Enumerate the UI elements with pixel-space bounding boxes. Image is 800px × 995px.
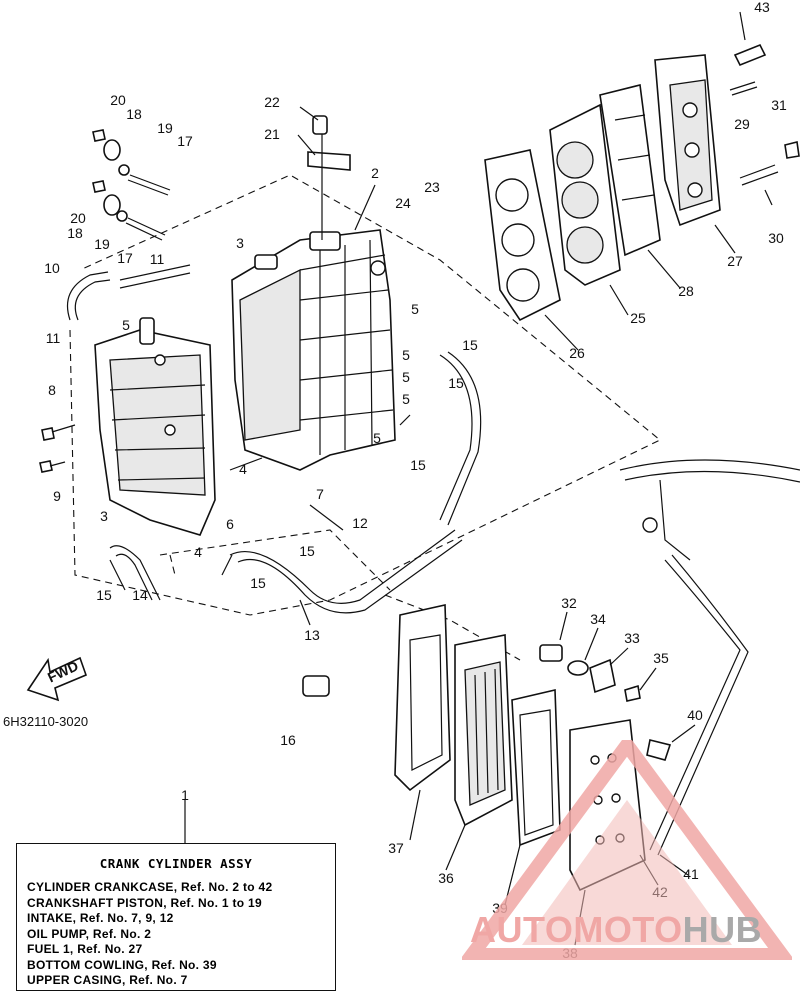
callout-15: 15	[462, 337, 478, 353]
callout-28: 28	[678, 283, 694, 299]
callout-18: 18	[126, 106, 142, 122]
label-line: CYLINDER CRANKCASE, Ref. No. 2 to 42	[27, 880, 273, 894]
callout-42: 42	[652, 884, 668, 900]
callout-35: 35	[653, 650, 669, 666]
label-line: BOTTOM COWLING, Ref. No. 39	[27, 957, 217, 972]
callout-15: 15	[299, 543, 315, 559]
callout-5: 5	[411, 301, 419, 317]
label-line: INTAKE, Ref. No. 7, 9, 12	[27, 911, 174, 925]
callout-19: 19	[94, 236, 110, 252]
callout-1: 1	[181, 787, 189, 803]
callout-13: 13	[304, 627, 320, 643]
callout-30: 30	[768, 230, 784, 246]
callout-41: 41	[683, 866, 699, 882]
callout-3: 3	[236, 235, 244, 251]
callout-12: 12	[352, 515, 368, 531]
callout-6: 6	[226, 516, 234, 532]
callout-8: 8	[48, 382, 56, 398]
callout-2: 2	[371, 165, 379, 181]
callout-18: 18	[67, 225, 83, 241]
callout-15: 15	[410, 457, 426, 473]
callout-15: 15	[448, 375, 464, 391]
callout-11: 11	[150, 251, 165, 267]
callout-5: 5	[402, 347, 410, 363]
callout-32: 32	[561, 595, 577, 611]
crankcase	[94, 317, 216, 536]
thermostat-parts	[539, 644, 641, 702]
label-line: OIL PUMP, Ref. No. 2	[27, 926, 152, 941]
head-cover	[654, 54, 721, 227]
callout-25: 25	[630, 310, 646, 326]
exhaust-cover	[569, 719, 646, 892]
label-line: FUEL 1, Ref. No. 27	[27, 942, 143, 956]
callout-31: 31	[771, 97, 787, 113]
head-gasket	[484, 149, 561, 322]
callout-5: 5	[122, 317, 130, 333]
cylinder-head	[549, 103, 621, 286]
bolt-40	[646, 739, 672, 761]
callout-labels: 1 2 3 3 4 4 5 5 5 5 5 5 6 7 8 9 10 11 11…	[44, 0, 787, 961]
callout-3: 3	[100, 508, 108, 524]
watermark-text: AUTOMOTOHUB	[470, 909, 762, 951]
callout-7: 7	[316, 486, 324, 502]
callout-5: 5	[373, 430, 381, 446]
callout-23: 23	[424, 179, 440, 195]
callout-34: 34	[590, 611, 606, 627]
callout-40: 40	[687, 707, 703, 723]
callout-14: 14	[132, 587, 148, 603]
callout-22: 22	[264, 94, 280, 110]
callout-19: 19	[157, 120, 173, 136]
clip-16	[302, 675, 330, 697]
label-line: UPPER CASING, Ref. No. 7	[27, 973, 188, 987]
head-cover-gasket	[599, 84, 661, 257]
callout-11: 11	[46, 330, 61, 346]
label-lines: CYLINDER CRANKCASE, Ref. No. 2 to 42 CRA…	[27, 880, 273, 989]
callout-29: 29	[734, 116, 750, 132]
callout-15: 15	[96, 587, 112, 603]
callout-26: 26	[569, 345, 585, 361]
callout-36: 36	[438, 870, 454, 886]
bracket-bolt	[307, 115, 351, 240]
callout-43: 43	[754, 0, 770, 15]
hoses	[66, 264, 749, 856]
callout-5: 5	[402, 369, 410, 385]
callout-4: 4	[194, 544, 202, 560]
callout-4: 4	[239, 461, 247, 477]
fwd-arrow: FWD	[26, 656, 88, 702]
watermark-text-primary: AUTOMOTO	[470, 909, 683, 950]
callout-17: 17	[117, 250, 133, 266]
callout-9: 9	[53, 488, 61, 504]
callout-15: 15	[250, 575, 266, 591]
callout-20: 20	[110, 92, 126, 108]
exhaust-inner-plate	[454, 634, 513, 827]
diagram-code: 6H32110-3020	[3, 714, 89, 729]
callout-24: 24	[395, 195, 411, 211]
callout-17: 17	[177, 133, 193, 149]
callout-20: 20	[70, 210, 86, 226]
callout-37: 37	[388, 840, 404, 856]
head-bolts	[729, 43, 800, 186]
bolts-left	[39, 129, 171, 473]
exhaust-gasket-outer	[394, 604, 451, 792]
callout-27: 27	[727, 253, 743, 269]
callout-33: 33	[624, 630, 640, 646]
callout-10: 10	[44, 260, 60, 276]
watermark-text-secondary: HUB	[682, 909, 763, 950]
label-line: CRANKSHAFT PISTON, Ref. No. 1 to 19	[27, 895, 262, 910]
callout-16: 16	[280, 732, 296, 748]
callout-21: 21	[264, 126, 280, 142]
parts-reference-label: CRANK CYLINDER ASSY CYLINDER CRANKCASE, …	[16, 843, 336, 991]
label-title: CRANK CYLINDER ASSY	[99, 856, 253, 871]
callout-5: 5	[402, 391, 410, 407]
cylinder-block	[231, 229, 396, 471]
boat-outline	[619, 459, 800, 561]
exhaust-cover-gasket	[511, 689, 561, 847]
